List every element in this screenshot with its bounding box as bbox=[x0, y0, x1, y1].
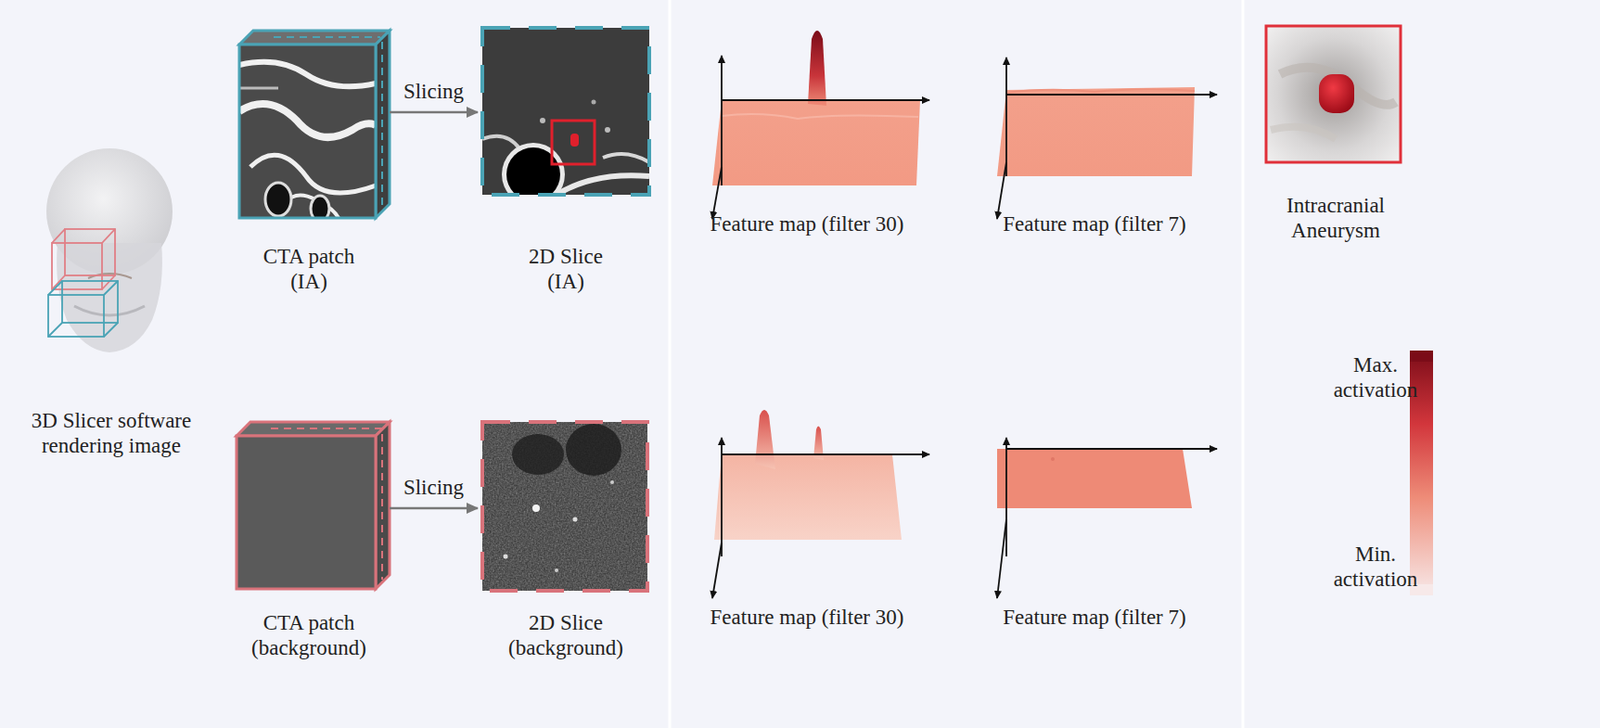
figure-label: Feature map (filter 30) bbox=[681, 211, 933, 237]
legend-swatch bbox=[1409, 350, 1434, 362]
aneurysm-node: Intracranial Aneurysm bbox=[1261, 24, 1410, 244]
edge-label: Slicing bbox=[403, 78, 464, 104]
slicing-arrow bbox=[389, 111, 478, 115]
feature-map-node: Feature map (filter 30) bbox=[681, 25, 933, 237]
figure-label: Feature map (filter 7) bbox=[969, 604, 1220, 630]
figure-label: 2D Slice (IA) bbox=[517, 243, 615, 295]
figure-label: Feature map (filter 30) bbox=[681, 604, 933, 630]
figure-label: 3D Slicer software rendering image bbox=[27, 408, 195, 459]
figure-label: Intracranial Aneurysm bbox=[1266, 192, 1406, 244]
legend-text: Max. activation bbox=[1324, 352, 1427, 403]
figure-label: CTA patch (background) bbox=[251, 610, 368, 661]
feature-map-node: Feature map (filter 30) bbox=[681, 422, 933, 630]
feature-map-node: Feature map (filter 7) bbox=[969, 25, 1220, 237]
edge-label: Slicing bbox=[403, 474, 464, 500]
figure-label: CTA patch (IA) bbox=[260, 243, 359, 295]
legend-text: Min. activation bbox=[1324, 541, 1427, 592]
feature-map-node: Feature map (filter 7) bbox=[969, 422, 1220, 630]
slicing-arrow bbox=[389, 507, 478, 511]
patch-node: CTA patch (IA) bbox=[225, 25, 393, 295]
patch-node: CTA patch (background) bbox=[225, 422, 393, 661]
figure-label: Feature map (filter 7) bbox=[969, 211, 1220, 237]
slice-node: 2D Slice (background) bbox=[482, 422, 650, 661]
slice-node: 2D Slice (IA) bbox=[482, 25, 650, 295]
figure-label: 2D Slice (background) bbox=[508, 610, 625, 661]
rendering-node: 3D Slicer software rendering image bbox=[23, 148, 200, 459]
